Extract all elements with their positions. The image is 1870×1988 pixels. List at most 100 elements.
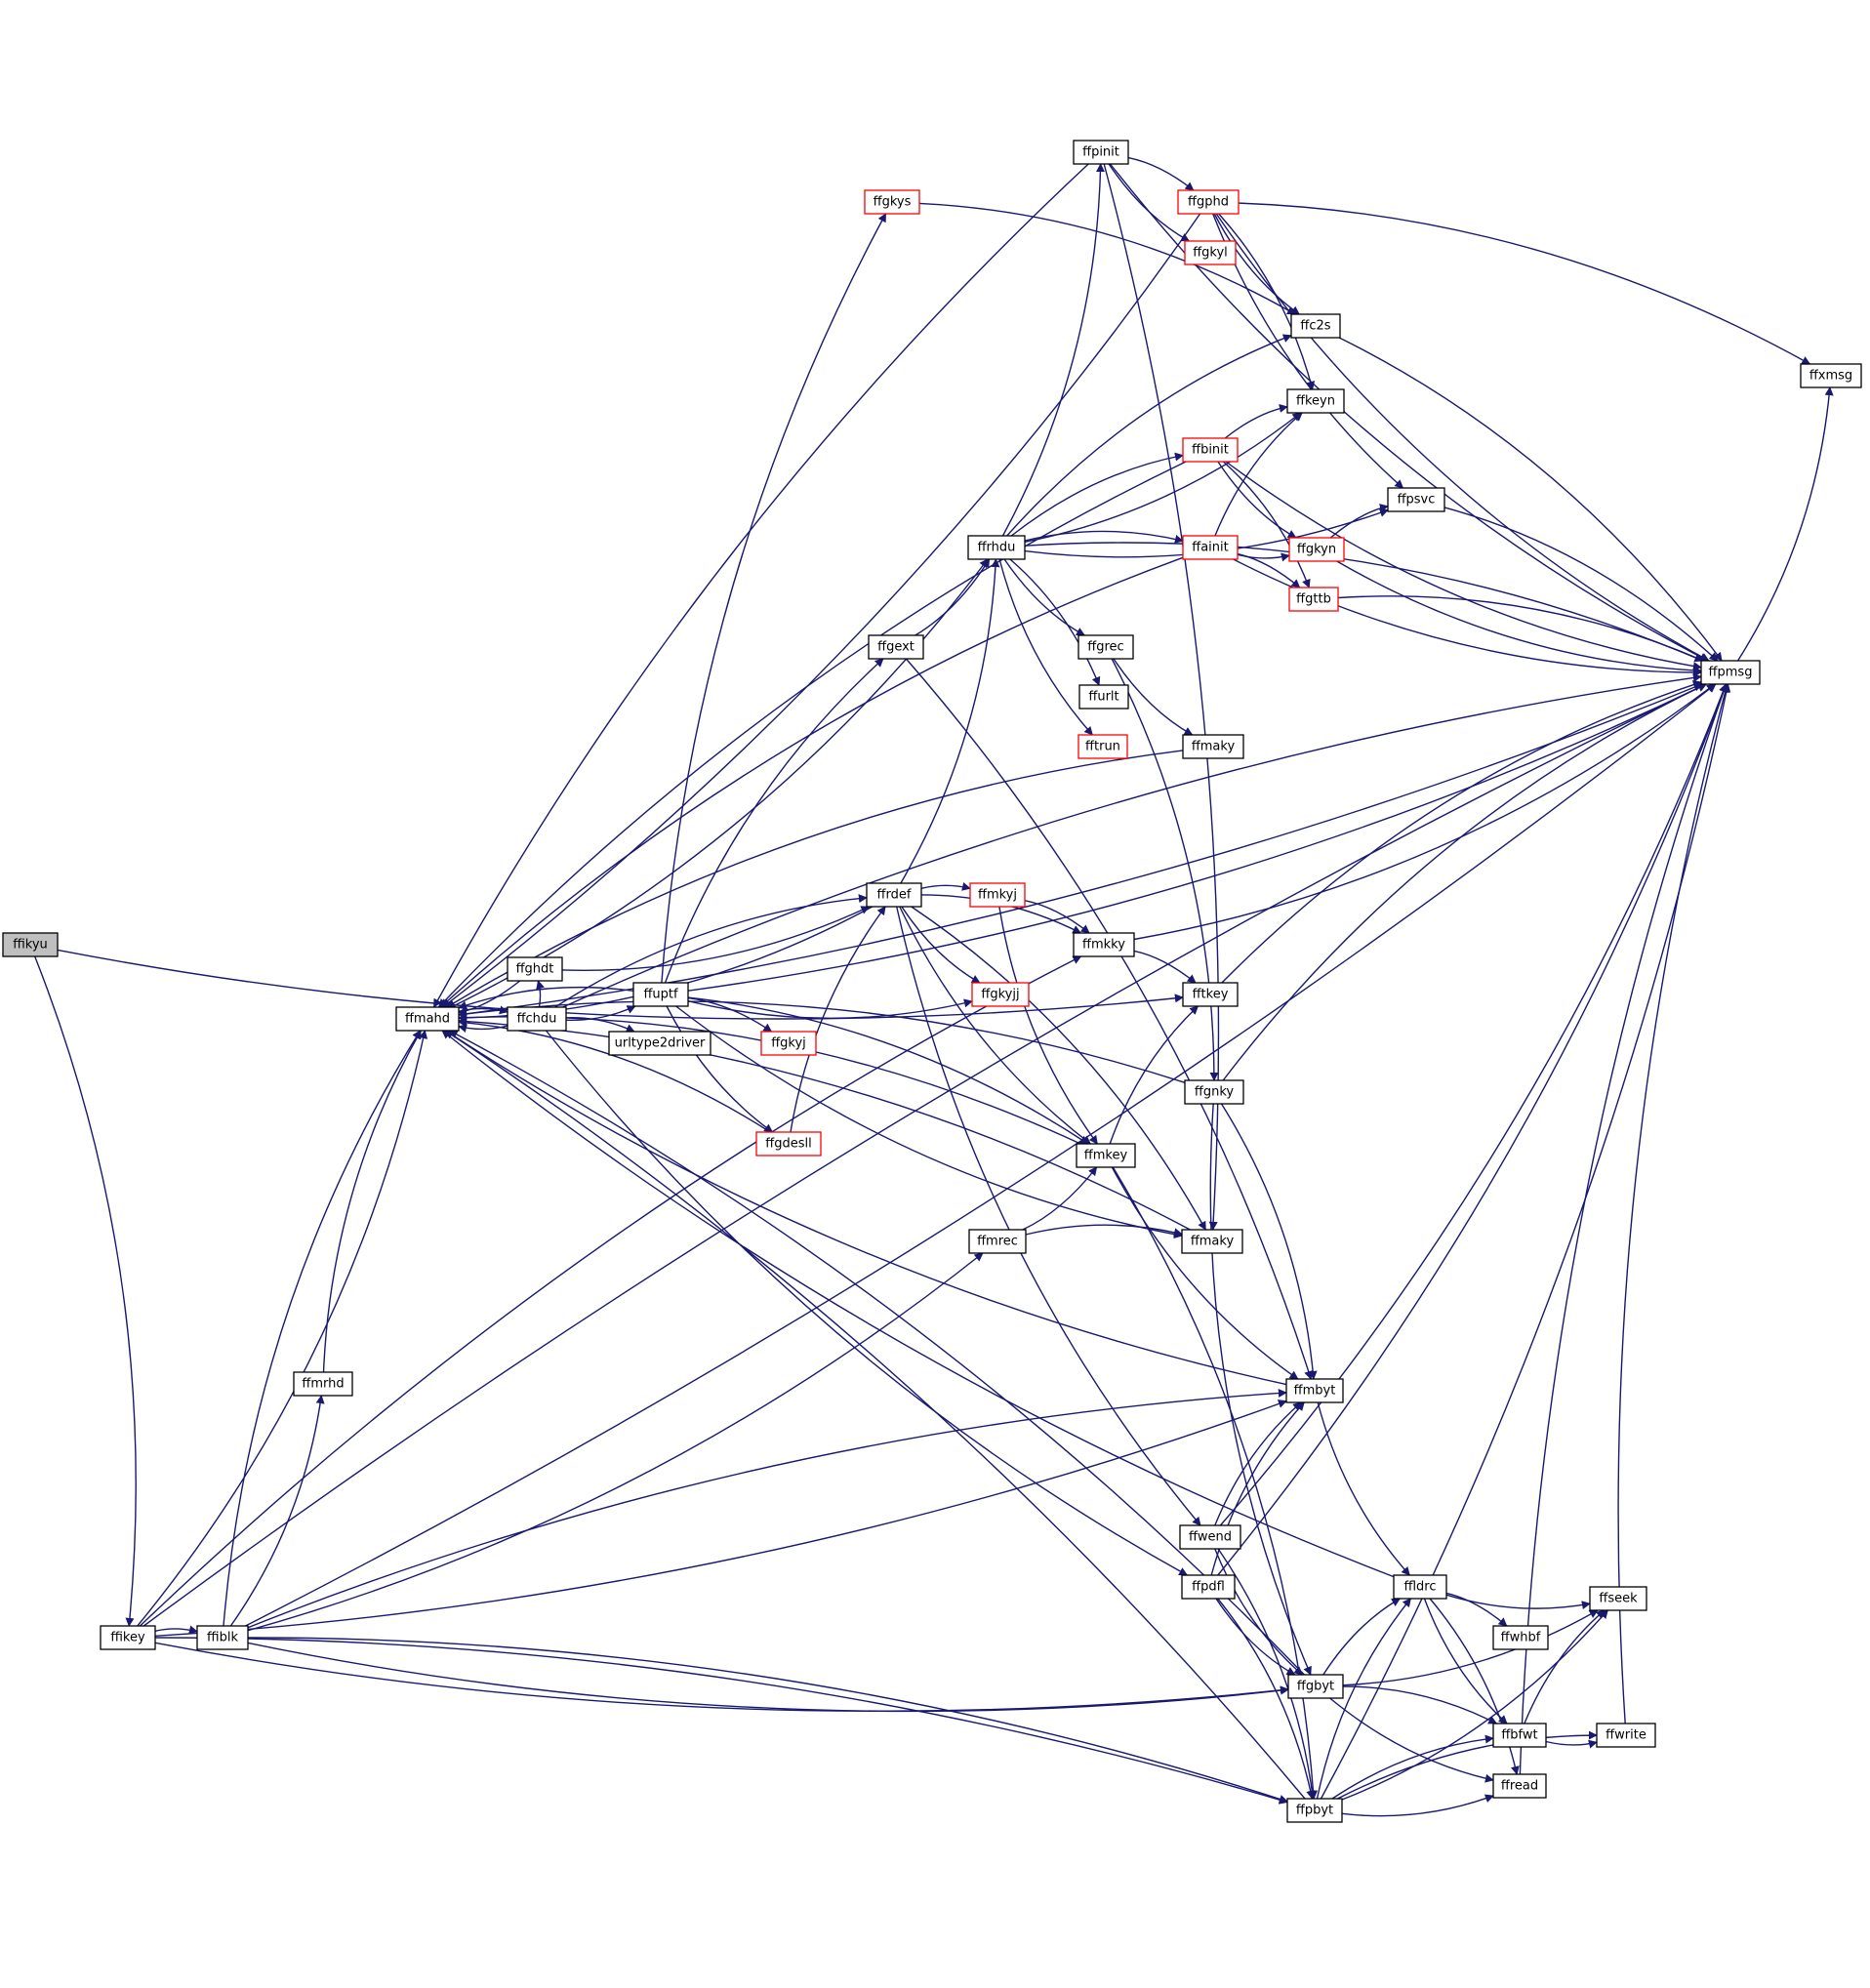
node-ffmaky2[interactable]: ffmaky — [1181, 1229, 1243, 1254]
node-ffgext[interactable]: ffgext — [868, 634, 924, 660]
node-box[interactable] — [1288, 587, 1339, 612]
node-ffgnky[interactable]: ffgnky — [1184, 1079, 1244, 1105]
node-box[interactable] — [1700, 660, 1761, 685]
node-box[interactable] — [1288, 537, 1345, 562]
node-ffmaky1[interactable]: ffmaky — [1182, 734, 1244, 759]
node-box[interactable] — [1076, 1143, 1136, 1168]
node-box[interactable] — [968, 1229, 1027, 1254]
node-box[interactable] — [864, 189, 920, 215]
node-box[interactable] — [1073, 932, 1135, 957]
node-box[interactable] — [1177, 189, 1240, 215]
node-box[interactable] — [1492, 1773, 1547, 1799]
node-ffgkyn[interactable]: ffgkyn — [1288, 537, 1345, 562]
node-box[interactable] — [1182, 982, 1239, 1007]
node-box[interactable] — [1181, 1229, 1243, 1254]
node-ffgrec[interactable]: ffgrec — [1077, 634, 1134, 660]
node-ffmkky[interactable]: ffmkky — [1073, 932, 1135, 957]
node-ffmrec[interactable]: ffmrec — [968, 1229, 1027, 1254]
node-box[interactable] — [1287, 1674, 1344, 1699]
node-ffuptf[interactable]: ffuptf — [632, 982, 689, 1007]
node-ffikey[interactable]: ffikey — [100, 1625, 156, 1650]
node-box[interactable] — [1181, 1574, 1236, 1600]
node-ffwrite[interactable]: ffwrite — [1596, 1723, 1656, 1748]
node-box[interactable] — [1182, 437, 1239, 463]
node-box[interactable] — [395, 1006, 460, 1032]
node-box[interactable] — [1800, 363, 1862, 388]
node-fftkey[interactable]: fftkey — [1182, 982, 1239, 1007]
node-fftrun[interactable]: fftrun — [1077, 734, 1128, 759]
node-box[interactable] — [196, 1625, 249, 1650]
node-box[interactable] — [967, 535, 1026, 560]
node-ffghdt[interactable]: ffghdt — [507, 956, 563, 982]
node-ffmkey[interactable]: ffmkey — [1076, 1143, 1136, 1168]
node-box[interactable] — [760, 1031, 817, 1056]
node-ffwend[interactable]: ffwend — [1179, 1524, 1241, 1550]
node-box[interactable] — [1286, 1798, 1343, 1823]
node-ffbfwt[interactable]: ffbfwt — [1492, 1723, 1547, 1748]
node-ffiblk[interactable]: ffiblk — [196, 1625, 249, 1650]
node-box[interactable] — [1589, 1586, 1647, 1611]
node-box[interactable] — [1387, 487, 1445, 512]
node-ffmrhd[interactable]: ffmrhd — [293, 1371, 353, 1397]
node-ffgkyj[interactable]: ffgkyj — [760, 1031, 817, 1056]
node-box[interactable] — [1393, 1574, 1447, 1600]
node-box[interactable] — [1492, 1723, 1547, 1748]
node-ffwhbf[interactable]: ffwhbf — [1492, 1625, 1549, 1650]
node-box[interactable] — [2, 932, 59, 957]
node-ffldrc[interactable]: ffldrc — [1393, 1574, 1447, 1600]
node-ffpsvc[interactable]: ffpsvc — [1387, 487, 1445, 512]
node-box[interactable] — [866, 882, 922, 908]
node-ffpdfl[interactable]: ffpdfl — [1181, 1574, 1236, 1600]
node-ffainit[interactable]: ffainit — [1182, 535, 1239, 560]
node-box[interactable] — [1077, 734, 1128, 759]
node-ffseek[interactable]: ffseek — [1589, 1586, 1647, 1611]
node-ffc2s[interactable]: ffc2s — [1290, 313, 1341, 339]
node-ffmkyj[interactable]: ffmkyj — [969, 882, 1026, 908]
node-ffread[interactable]: ffread — [1492, 1773, 1547, 1799]
node-box[interactable] — [507, 956, 563, 982]
node-box[interactable] — [1077, 634, 1134, 660]
node-box[interactable] — [1286, 388, 1345, 414]
node-box[interactable] — [969, 882, 1026, 908]
node-ffrhdu[interactable]: ffrhdu — [967, 535, 1026, 560]
node-ffmbyt[interactable]: ffmbyt — [1285, 1378, 1344, 1403]
node-box[interactable] — [1078, 684, 1129, 710]
node-box[interactable] — [100, 1625, 156, 1650]
node-box[interactable] — [1184, 240, 1237, 265]
node-box[interactable] — [507, 1006, 567, 1032]
node-box[interactable] — [755, 1131, 822, 1156]
node-box[interactable] — [1290, 313, 1341, 339]
node-ffpbyt[interactable]: ffpbyt — [1286, 1798, 1343, 1823]
node-ffgbyt[interactable]: ffgbyt — [1287, 1674, 1344, 1699]
node-ffgkyjj[interactable]: ffgkyjj — [971, 982, 1030, 1007]
node-ffchdu[interactable]: ffchdu — [507, 1006, 567, 1032]
node-ffgphd[interactable]: ffgphd — [1177, 189, 1240, 215]
node-box[interactable] — [971, 982, 1030, 1007]
node-ffxmsg[interactable]: ffxmsg — [1800, 363, 1862, 388]
node-box[interactable] — [1182, 535, 1239, 560]
node-ffpmsg[interactable]: ffpmsg — [1700, 660, 1761, 685]
node-ffkeyn[interactable]: ffkeyn — [1286, 388, 1345, 414]
node-box[interactable] — [1596, 1723, 1656, 1748]
node-box[interactable] — [1492, 1625, 1549, 1650]
node-ffgkyl[interactable]: ffgkyl — [1184, 240, 1237, 265]
node-ffikyu[interactable]: ffikyu — [2, 932, 59, 957]
node-box[interactable] — [632, 982, 689, 1007]
node-urltype2driver[interactable]: urltype2driver — [608, 1031, 711, 1056]
node-box[interactable] — [1184, 1079, 1244, 1105]
node-box[interactable] — [1179, 1524, 1241, 1550]
node-ffbinit[interactable]: ffbinit — [1182, 437, 1239, 463]
node-box[interactable] — [868, 634, 924, 660]
node-box[interactable] — [1182, 734, 1244, 759]
node-ffrdef[interactable]: ffrdef — [866, 882, 922, 908]
node-ffpinit[interactable]: ffpinit — [1073, 140, 1129, 165]
node-box[interactable] — [608, 1031, 711, 1056]
node-box[interactable] — [293, 1371, 353, 1397]
node-box[interactable] — [1285, 1378, 1344, 1403]
node-ffgdesll[interactable]: ffgdesll — [755, 1131, 822, 1156]
node-ffurlt[interactable]: ffurlt — [1078, 684, 1129, 710]
node-box[interactable] — [1073, 140, 1129, 165]
node-ffgttb[interactable]: ffgttb — [1288, 587, 1339, 612]
node-ffgkys[interactable]: ffgkys — [864, 189, 920, 215]
node-ffmahd[interactable]: ffmahd — [395, 1006, 460, 1032]
